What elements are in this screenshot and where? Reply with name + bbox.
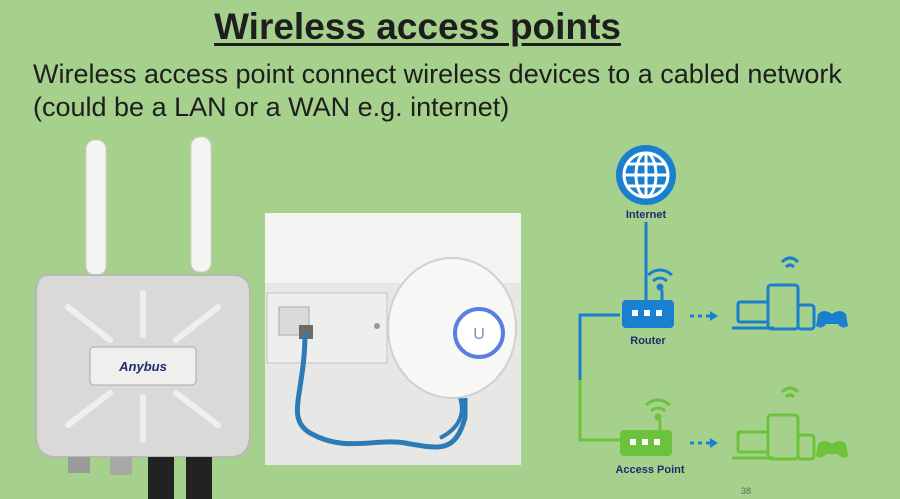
- svg-text:U: U: [473, 326, 485, 343]
- access-point-icon: [620, 420, 672, 456]
- slide-body-text: Wireless access point connect wireless d…: [33, 59, 842, 122]
- router-label: Router: [630, 335, 666, 347]
- internet-globe-icon: [616, 145, 676, 205]
- internet-label: Internet: [626, 209, 667, 221]
- access-point-devices-icon: [732, 386, 848, 461]
- outdoor-access-point-photo: Anybus: [35, 136, 251, 499]
- router-cable: [578, 313, 620, 442]
- access-point-label: Access Point: [615, 464, 684, 476]
- access-point-wifi-icon: [645, 398, 671, 421]
- anybus-logo: Anybus: [118, 359, 167, 374]
- network-diagram: Internet Router: [578, 145, 848, 476]
- ceiling-access-point-photo: U: [265, 213, 521, 465]
- router-icon: [622, 290, 674, 328]
- page-number: 38: [741, 486, 752, 496]
- slide-title: Wireless access points: [214, 6, 621, 47]
- router-wifi-icon: [647, 268, 673, 291]
- router-devices-icon: [732, 256, 848, 331]
